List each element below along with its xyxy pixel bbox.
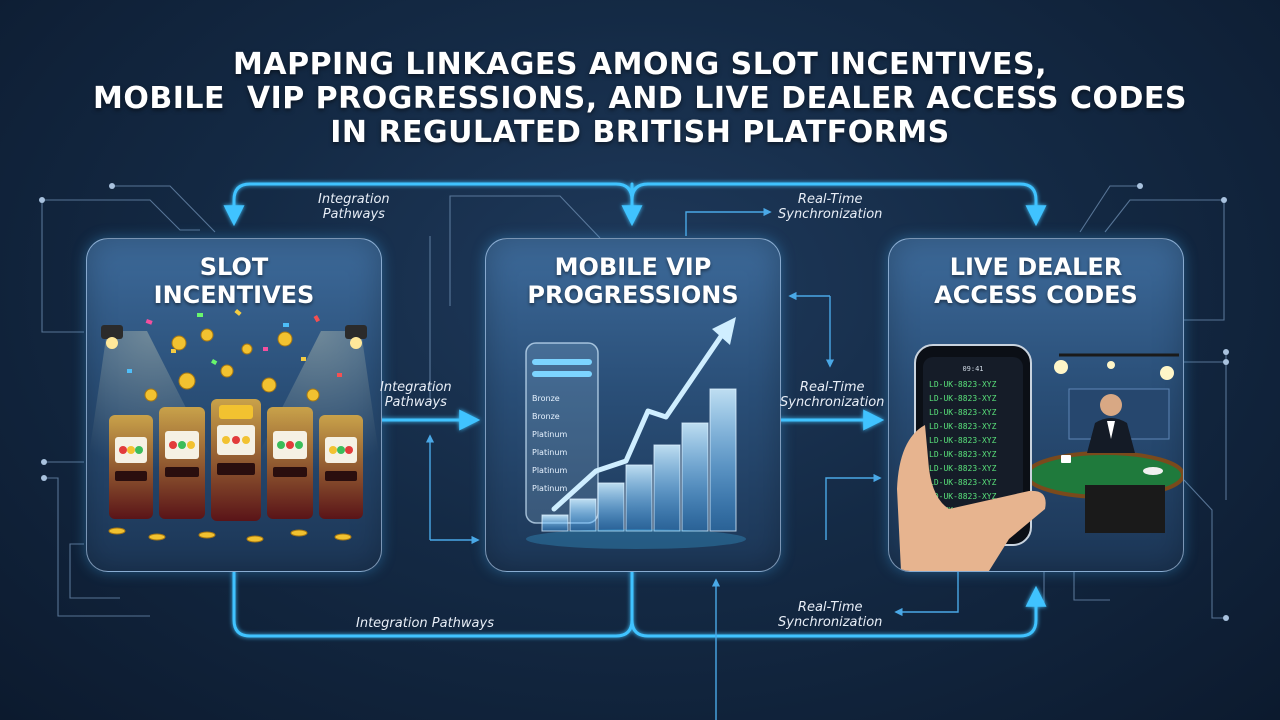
dealer-avatar <box>1100 394 1122 416</box>
label-line: Integration <box>380 380 452 395</box>
label-line: Synchronization <box>778 207 882 222</box>
mobile-vip-card[interactable]: Bronze Bronze Platinum Platinum Platinum… <box>485 238 781 572</box>
tier-item: Platinum <box>532 484 567 493</box>
label-line: Pathways <box>380 395 452 410</box>
access-code: LD-UK-8823-XYZ <box>929 408 997 417</box>
label-line: Synchronization <box>780 395 884 410</box>
title-line-2: MOBILE VIP PROGRESSIONS, AND LIVE DEALER… <box>0 82 1280 116</box>
access-code: LD-UK-8823-XYZ <box>929 436 997 445</box>
title-line-1: MAPPING LINKAGES AMONG SLOT INCENTIVES, <box>0 48 1280 82</box>
floor-coins <box>109 528 351 542</box>
studio-light-icon <box>1054 360 1068 374</box>
live-dealer-title: LIVE DEALER ACCESS CODES <box>889 253 1183 309</box>
sync-label-top: Real-Time Synchronization <box>778 192 882 222</box>
access-code: LD-UK-8823-XYZ <box>929 380 997 389</box>
integration-label-top: Integration Pathways <box>318 192 390 222</box>
spotlight-icon <box>345 325 367 339</box>
slot-incentives-title: SLOT INCENTIVES <box>87 253 381 309</box>
label-line: Pathways <box>318 207 390 222</box>
live-title-line-2: ACCESS CODES <box>889 281 1183 309</box>
label-line: Integration <box>318 192 390 207</box>
slot-title-line-1: SLOT <box>87 253 381 281</box>
slot-title-line-2: INCENTIVES <box>87 281 381 309</box>
sync-label-bottom: Real-Time Synchronization <box>778 600 882 630</box>
tier-item: Platinum <box>532 430 567 439</box>
label-line: Real-Time <box>778 600 882 615</box>
live-title-line-1: LIVE DEALER <box>889 253 1183 281</box>
sync-label-mid: Real-Time Synchronization <box>780 380 884 410</box>
spotlight-icon <box>101 325 123 339</box>
access-code: LD-UK-8823-XYZ <box>929 450 997 459</box>
slot-incentives-card[interactable]: SLOT INCENTIVES <box>86 238 382 572</box>
vip-title-line-1: MOBILE VIP <box>486 253 780 281</box>
access-code: LD-UK-8823-XYZ <box>929 394 997 403</box>
access-code: LD-UK-8823-XYZ <box>929 422 997 431</box>
label-line: Real-Time <box>778 192 882 207</box>
access-code: LD-UK-8823-XYZ <box>929 464 997 473</box>
integration-label-bottom: Integration Pathways <box>356 616 494 631</box>
tier-item: Bronze <box>532 412 560 421</box>
tier-item: Platinum <box>532 448 567 457</box>
integration-label-mid: Integration Pathways <box>380 380 452 410</box>
access-code: LD-UK-8823-XYZ <box>929 478 997 487</box>
page-title: MAPPING LINKAGES AMONG SLOT INCENTIVES, … <box>0 48 1280 150</box>
slot-machine-row <box>109 399 363 521</box>
label-line: Synchronization <box>778 615 882 630</box>
mobile-vip-title: MOBILE VIP PROGRESSIONS <box>486 253 780 309</box>
title-line-3: IN REGULATED BRITISH PLATFORMS <box>0 116 1280 150</box>
label-line: Real-Time <box>780 380 884 395</box>
vip-title-line-2: PROGRESSIONS <box>486 281 780 309</box>
tier-item: Bronze <box>532 394 560 403</box>
phone-clock: 09:41 <box>962 365 983 373</box>
tier-item: Platinum <box>532 466 567 475</box>
live-dealer-card[interactable]: 09:41 LD-UK-8823-XYZ LD-UK-8823-XYZ LD-U… <box>888 238 1184 572</box>
label-line: Integration Pathways <box>356 616 494 631</box>
